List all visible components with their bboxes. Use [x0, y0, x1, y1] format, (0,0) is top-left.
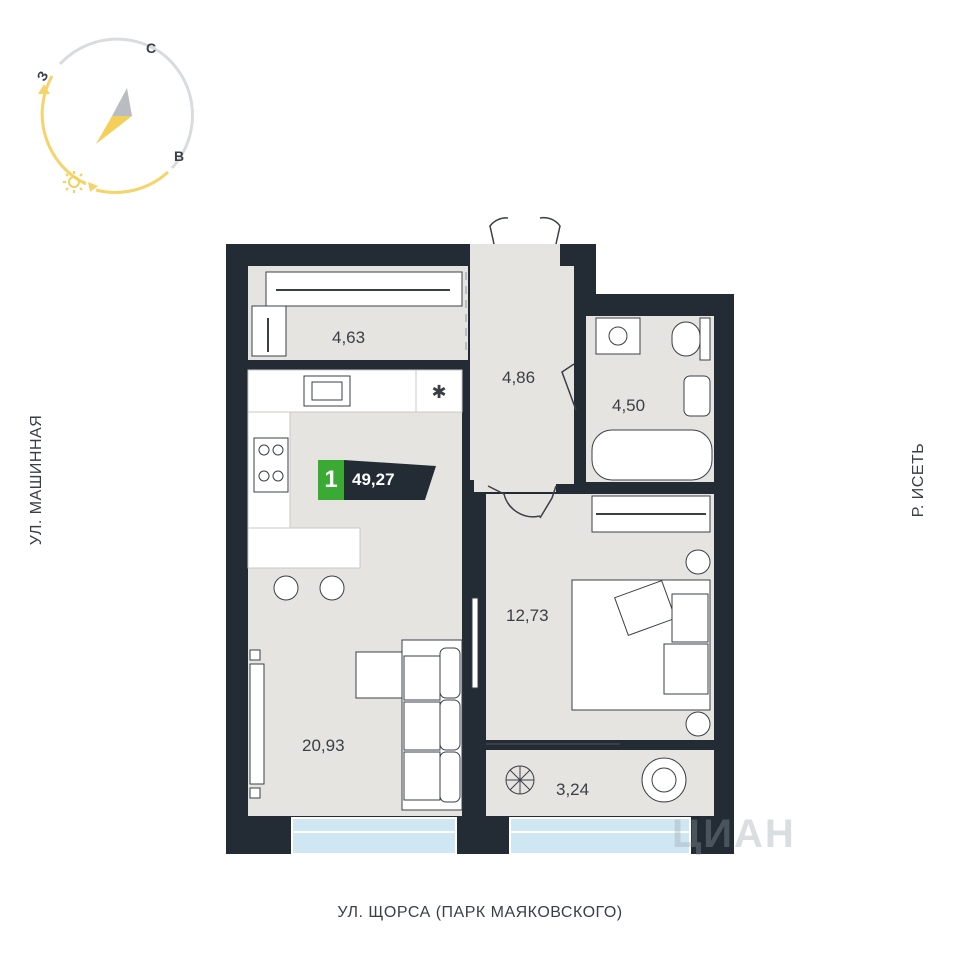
room-area-living-kitchen: 20,93 — [302, 736, 345, 755]
street-bottom-label: УЛ. ЩОРСА (ПАРК МАЯКОВСКОГО) — [337, 904, 623, 921]
armchair-icon — [641, 757, 687, 803]
compass-needle-south — [96, 116, 132, 144]
windows — [291, 817, 691, 855]
sink-icon — [303, 375, 351, 407]
room-area-balcony: 3,24 — [556, 780, 590, 799]
bathtub-icon — [591, 429, 713, 481]
sofa-ottoman — [355, 651, 403, 699]
nightstand-lamp-icon — [685, 711, 711, 737]
street-right-label: Р. ИСЕТЬ — [910, 442, 927, 518]
compass — [38, 37, 194, 194]
speaker-icon — [249, 649, 261, 661]
tv-unit — [249, 663, 265, 785]
compass-north-label: С — [146, 40, 157, 56]
compass-east-label: В — [174, 148, 185, 164]
hall-lower-floor — [470, 370, 574, 492]
stool-icon — [319, 575, 345, 601]
bedroom-furniture — [471, 495, 711, 737]
stool-icon — [273, 575, 299, 601]
compass-arc-night — [159, 50, 194, 170]
snowflake-icon: ✱ — [431, 382, 446, 402]
room-area-hall: 4,86 — [502, 368, 536, 387]
stove-icon — [253, 437, 289, 493]
toilet-icon — [671, 321, 701, 357]
bathroom-door — [561, 363, 577, 411]
bedroom-door-left — [487, 485, 541, 518]
tv-panel — [471, 597, 479, 689]
room-area-bathroom: 4,50 — [612, 396, 646, 415]
room-area-bedroom: 12,73 — [506, 606, 549, 625]
washbasin-icon — [683, 375, 711, 417]
watermark-logo: ЦИАН — [672, 812, 796, 856]
bathroom-fixtures — [591, 317, 713, 481]
compass-needle-north — [112, 88, 132, 116]
counter — [247, 527, 361, 569]
total-area: 49,27 — [344, 460, 436, 500]
room-area-storage: 4,63 — [332, 328, 366, 347]
compass-arc-day-bottom — [95, 170, 170, 194]
balcony-furniture — [505, 757, 687, 803]
arrow-icon — [88, 182, 98, 192]
hall-entrance — [470, 244, 560, 268]
compass-arc-top — [58, 37, 161, 66]
speaker-icon — [249, 787, 261, 799]
pillow — [614, 580, 676, 636]
living-furniture — [249, 639, 463, 811]
entrance-door-right — [539, 216, 561, 245]
storage-shelving — [251, 271, 467, 357]
entrance-door-left — [489, 217, 509, 245]
apartment-badge: 1 49,27 — [318, 460, 436, 500]
kitchen: ✱ — [247, 369, 463, 601]
fridge — [415, 369, 463, 413]
doors — [486, 216, 620, 745]
washer-icon — [595, 317, 641, 355]
nightstand-lamp-icon — [685, 549, 711, 575]
street-left-label: УЛ. МАШИННАЯ — [28, 414, 45, 546]
sun-icon — [63, 171, 85, 193]
arrow-icon — [38, 84, 50, 94]
room-count: 1 — [318, 460, 344, 500]
